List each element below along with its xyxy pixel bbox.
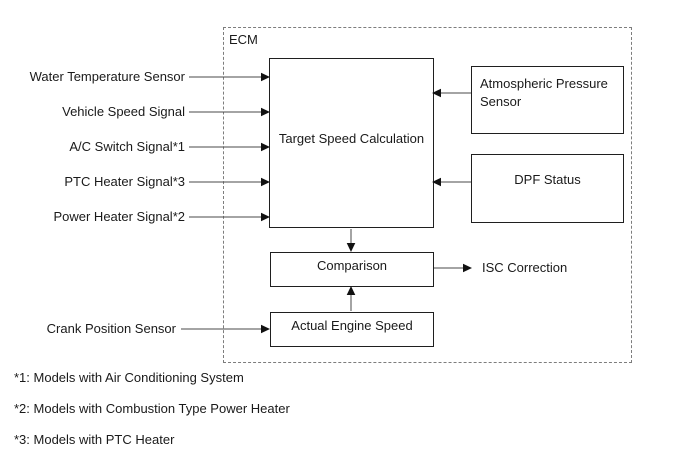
footnote-3: *3: Models with PTC Heater xyxy=(14,432,175,447)
input-label-water-temperature-sensor: Water Temperature Sensor xyxy=(29,69,185,84)
footnote-2: *2: Models with Combustion Type Power He… xyxy=(14,401,290,416)
block-comparison-label: Comparison xyxy=(316,257,388,273)
input-label-ptc-heater-signal: PTC Heater Signal*3 xyxy=(64,174,185,189)
input-label-power-heater-signal: Power Heater Signal*2 xyxy=(53,209,185,224)
input-label-vehicle-speed-signal: Vehicle Speed Signal xyxy=(62,104,185,119)
block-actual-engine-speed-label: Actual Engine Speed xyxy=(291,317,413,333)
block-atmospheric-pressure-sensor: Atmospheric Pressure Sensor xyxy=(471,66,624,134)
block-dpf-status: DPF Status xyxy=(471,154,624,223)
footnote-1: *1: Models with Air Conditioning System xyxy=(14,370,244,385)
block-target-speed-calculation-label: Target Speed Calculation xyxy=(278,130,425,146)
block-target-speed-calculation: Target Speed Calculation xyxy=(269,58,434,228)
ecm-label: ECM xyxy=(229,32,258,47)
input-label-ac-switch-signal: A/C Switch Signal*1 xyxy=(69,139,185,154)
input-label-crank-position-sensor: Crank Position Sensor xyxy=(46,321,176,336)
output-label-isc-correction: ISC Correction xyxy=(482,260,568,275)
block-actual-engine-speed: Actual Engine Speed xyxy=(270,312,434,347)
ecm-boundary xyxy=(223,27,632,363)
block-atmospheric-pressure-sensor-label: Atmospheric Pressure Sensor xyxy=(480,76,608,109)
block-dpf-status-label: DPF Status xyxy=(514,172,581,187)
block-comparison: Comparison xyxy=(270,252,434,287)
